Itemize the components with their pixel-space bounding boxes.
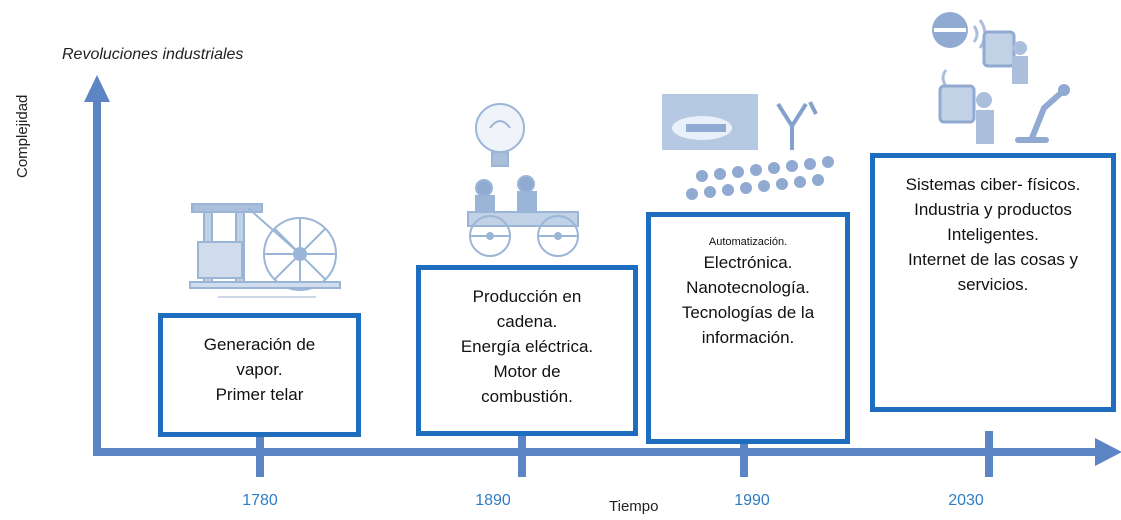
era-text-line: Generación de	[203, 335, 316, 354]
era-text-line: Energía eléctrica.	[460, 337, 594, 356]
y-axis-label: Complejidad	[14, 94, 31, 178]
x-axis-label: Tiempo	[609, 498, 659, 515]
era-text-line: información.	[701, 328, 795, 347]
tick-1990	[740, 431, 748, 477]
steam-engine-icon	[189, 203, 341, 298]
era-text-line: Sistemas ciber- físicos.	[905, 175, 1081, 194]
era-box-1780: Generación de vapor. Primer telar	[158, 313, 361, 437]
x-axis-arrow	[1095, 438, 1121, 466]
era-text-line: cadena.	[496, 312, 558, 331]
era-text-line: Electrónica.	[703, 253, 793, 272]
year-label: 2030	[948, 492, 984, 509]
era-text-line: Primer telar	[215, 385, 304, 404]
cyber-physical-devices-icon	[932, 12, 1070, 144]
diagram-title: Revoluciones industriales	[62, 46, 244, 63]
era-text-line: servicios.	[957, 275, 1029, 294]
year-label: 1890	[475, 492, 511, 509]
era-text-line-small: Automatización.	[708, 236, 788, 248]
era-text-line: Producción en	[472, 287, 582, 306]
era-text-line: Internet de las cosas y	[907, 250, 1079, 269]
era-text-line: Nanotecnología.	[686, 278, 810, 297]
year-label: 1990	[734, 492, 770, 509]
era-box-2030: Sistemas ciber- físicos. Industria y pro…	[870, 153, 1116, 412]
y-axis-line	[93, 100, 101, 456]
era-text-line: vapor.	[236, 360, 283, 379]
era-box-1890: Producción en cadena. Energía eléctrica.…	[416, 265, 638, 436]
era-text-line: Tecnologías de la	[681, 303, 815, 322]
year-label: 1780	[242, 492, 278, 509]
era-text-line: combustión.	[481, 387, 573, 406]
y-axis-arrow	[84, 75, 110, 102]
lightbulb-car-icon	[467, 103, 579, 257]
tick-1780	[256, 431, 264, 477]
x-axis-line	[93, 448, 1098, 456]
tick-2030	[985, 431, 993, 477]
tick-1890	[518, 431, 526, 477]
era-box-1990: Automatización. Electrónica. Nanotecnolo…	[646, 212, 850, 444]
era-text-line: Inteligentes.	[947, 225, 1039, 244]
era-text-line: Motor de	[493, 362, 561, 381]
automation-electronics-icon	[662, 94, 834, 200]
era-text-line: Industria y productos	[914, 200, 1072, 219]
